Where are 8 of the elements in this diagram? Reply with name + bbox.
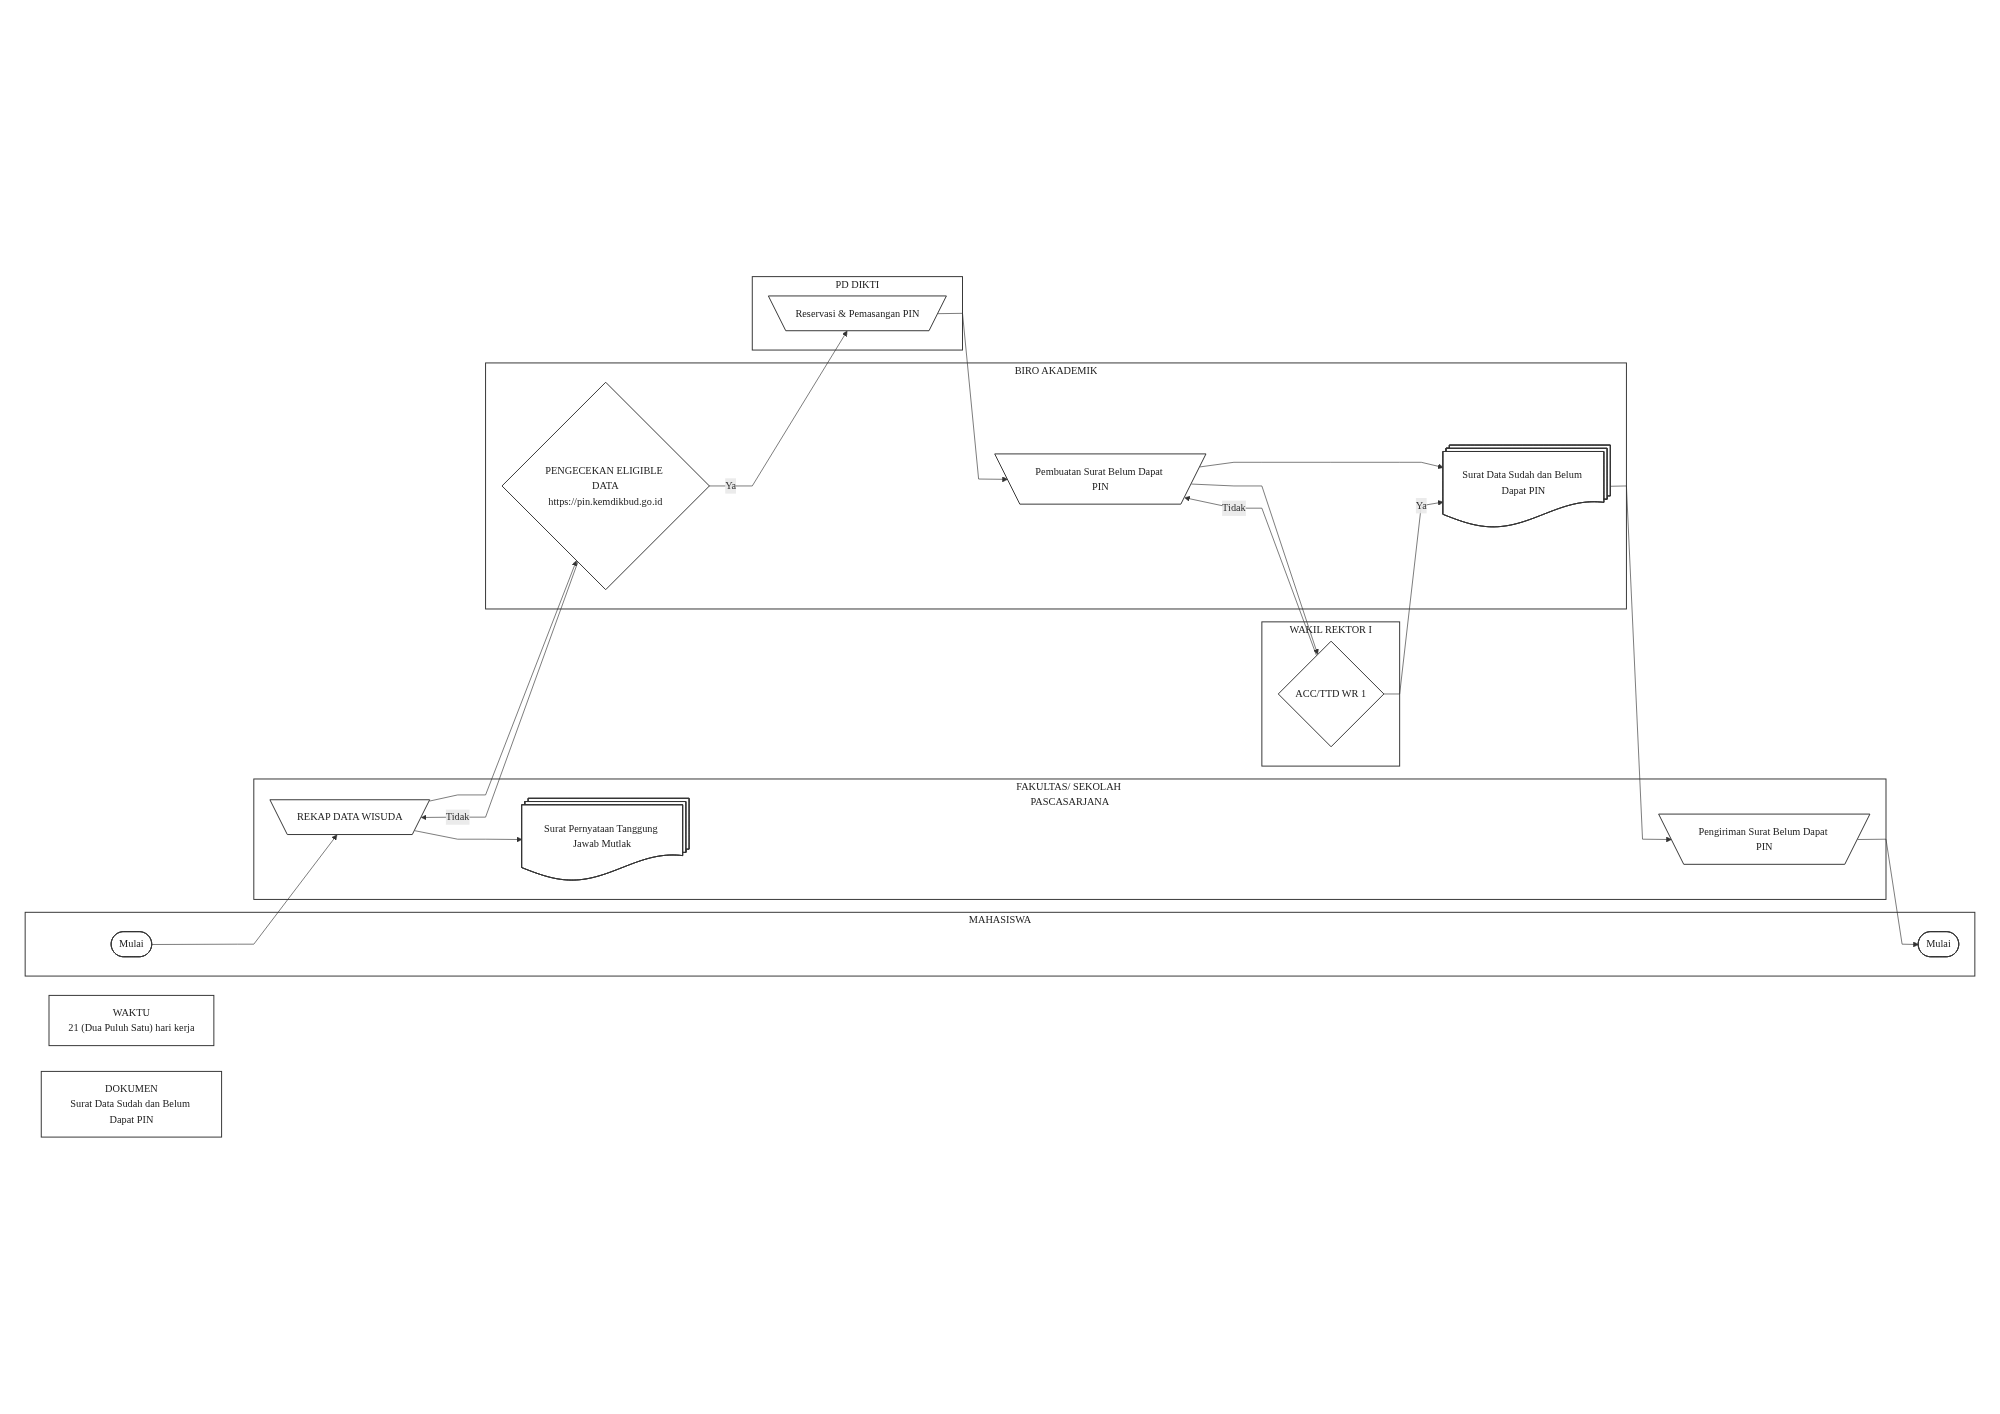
edge-label: Tidak bbox=[1222, 502, 1246, 514]
edge-label: Ya bbox=[725, 480, 737, 492]
node-box: DOKUMEN Surat Data Sudah dan Belum Dapat PIN bbox=[40, 1071, 223, 1138]
node-box: WAKTU 21 (Dua Puluh Satu) hari kerja bbox=[48, 995, 215, 1047]
edge-label: Ya bbox=[1415, 500, 1427, 512]
edge-label: Tidak bbox=[445, 811, 470, 823]
node-diamond: ACC/TTD WR 1 bbox=[1277, 640, 1385, 748]
node-diamond: PENGECEKAN ELIGIBLE DATA https://pin.kemdikbud.go.id bbox=[501, 381, 710, 591]
